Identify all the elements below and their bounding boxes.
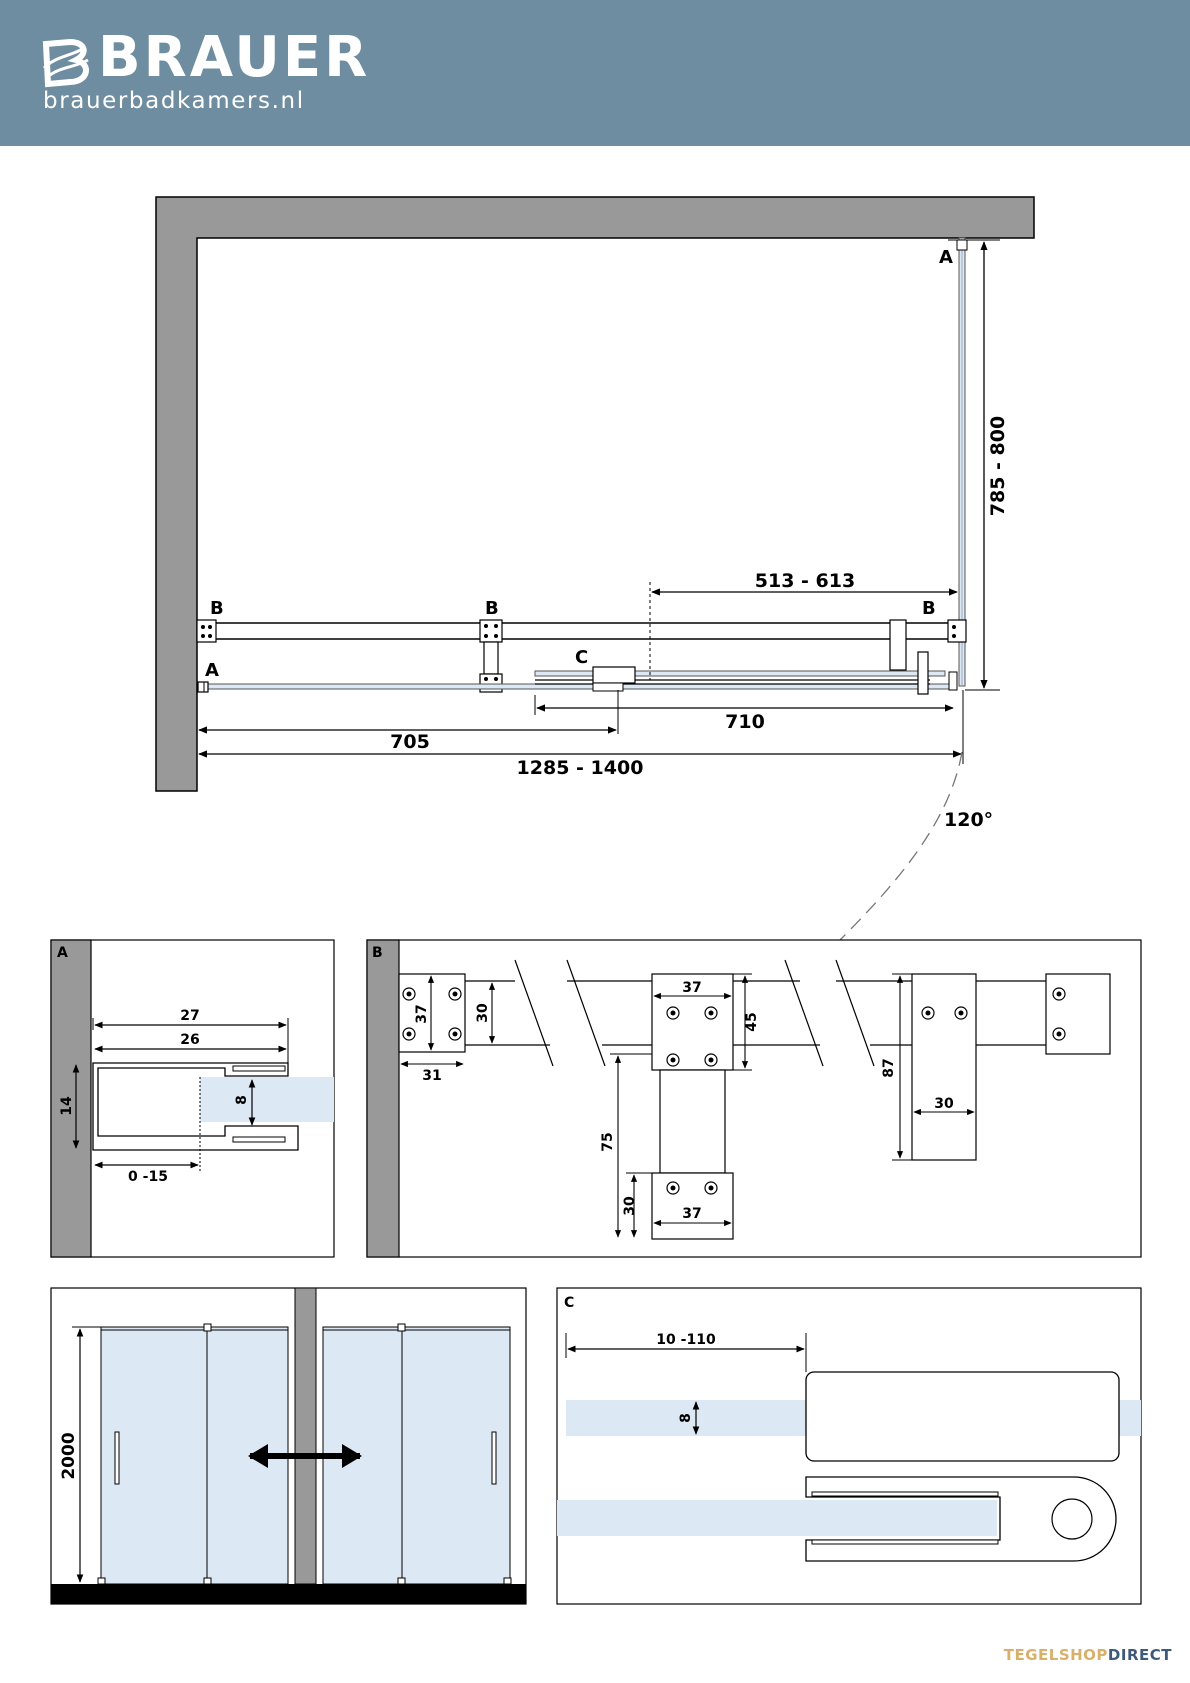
detail-b-dim-87: 87 xyxy=(881,1058,897,1077)
elevation-wall xyxy=(294,1287,317,1585)
detail-c-wheel xyxy=(1051,1498,1093,1540)
detail-b-label: B xyxy=(372,945,383,961)
footer-brand: TEGELSHOPDIRECT xyxy=(1004,1646,1172,1664)
label-b-mid: B xyxy=(485,598,499,619)
door-handle-plan xyxy=(917,651,929,695)
detail-b-right-support xyxy=(911,973,977,1161)
roller-c xyxy=(592,666,636,684)
detail-b-dim-75: 75 xyxy=(600,1132,616,1151)
elevation-dim-2000: 2000 xyxy=(59,1432,79,1479)
bar-support-mid xyxy=(479,619,503,643)
dim-angle: 120° xyxy=(944,809,993,831)
detail-a-dim-14: 14 xyxy=(59,1096,75,1116)
detail-b-dim-30-left: 30 xyxy=(475,1003,491,1023)
detail-b-mid-clamp xyxy=(651,973,734,1071)
detail-a-dim-8: 8 xyxy=(234,1095,250,1105)
detail-a-panel: A 27 26 14 8 0 -15 xyxy=(50,939,335,1258)
detail-b-dim-37-low: 37 xyxy=(682,1206,701,1222)
detail-a-dim-27: 27 xyxy=(180,1008,199,1024)
footer-brand-part1: TEGELSHOP xyxy=(1003,1646,1108,1664)
detail-b-dim-31: 31 xyxy=(422,1068,441,1084)
fixed-glass-panel xyxy=(204,683,951,690)
label-a-left: A xyxy=(205,660,219,681)
detail-b-end-clamp xyxy=(1045,973,1111,1055)
elevation-floor xyxy=(51,1584,526,1604)
footer-brand-part2: DIRECT xyxy=(1107,1646,1172,1664)
label-b-right: B xyxy=(922,598,936,619)
detail-b-dim-30-right: 30 xyxy=(934,1096,954,1112)
label-b-left: B xyxy=(210,598,224,619)
detail-b-floor-clamp xyxy=(651,1172,734,1240)
detail-a-glass xyxy=(200,1077,334,1122)
elevation-handle-left xyxy=(114,1431,120,1485)
bar-clamp-left xyxy=(196,619,217,643)
brauer-b-logo-icon xyxy=(42,38,89,88)
label-c: C xyxy=(575,647,588,668)
bar-clamp-right xyxy=(947,619,967,643)
detail-b-dim-45: 45 xyxy=(744,1012,760,1031)
stabilizer-bar xyxy=(213,622,955,640)
detail-b-dim-30-low: 30 xyxy=(622,1196,638,1216)
detail-b-dim-37-mid: 37 xyxy=(682,980,701,996)
dim-710: 710 xyxy=(725,711,765,733)
detail-c-glass-bottom xyxy=(557,1500,997,1536)
sliding-glass-panel xyxy=(534,670,946,677)
detail-a-label: A xyxy=(57,945,68,961)
elevation-handle-right xyxy=(491,1431,497,1485)
bar-support-right xyxy=(889,619,907,671)
detail-c-label: C xyxy=(564,1295,574,1311)
detail-c-panel: C 10 -110 8 xyxy=(556,1287,1142,1605)
detail-c-dim-8: 8 xyxy=(678,1413,694,1423)
plan-wall xyxy=(155,196,1035,792)
plan-view: 785 - 800 513 - 613 710 705 1285 - 1400 … xyxy=(155,196,1035,941)
header-bar: BRAUER brauerbadkamers.nl xyxy=(0,0,1190,146)
detail-b-dim-37-top: 37 xyxy=(414,1004,430,1023)
label-a-top: A xyxy=(939,247,953,268)
dim-total-width: 1285 - 1400 xyxy=(517,757,644,779)
detail-b-panel: B 37 30 31 xyxy=(366,939,1142,1258)
detail-a-dim-26: 26 xyxy=(180,1032,199,1048)
elevation-panel: 2000 xyxy=(50,1287,527,1605)
dim-705: 705 xyxy=(390,731,430,753)
brand-name: BRAUER xyxy=(98,25,371,90)
door-swing-arc xyxy=(839,751,963,941)
dim-door-offset: 513 - 613 xyxy=(755,570,855,592)
dim-depth: 785 - 800 xyxy=(987,416,1009,516)
detail-c-dim-10-110: 10 -110 xyxy=(656,1332,716,1348)
detail-a-dim-0-15: 0 -15 xyxy=(128,1169,168,1185)
brand-url: brauerbadkamers.nl xyxy=(43,88,305,114)
